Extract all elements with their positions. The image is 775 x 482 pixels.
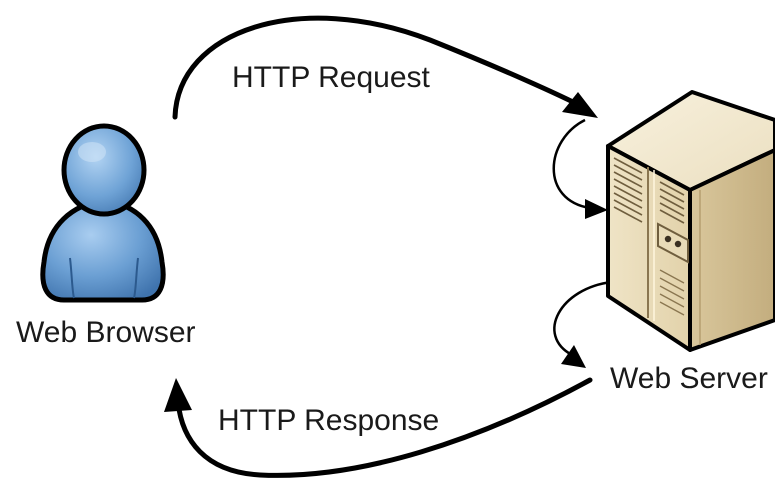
response-dispatch-arrow <box>553 280 613 368</box>
request-delivery-arrow <box>552 118 608 219</box>
request-arrow <box>172 15 598 120</box>
user-icon <box>40 123 166 303</box>
http-request-label: HTTP Request <box>232 61 430 94</box>
http-response-label: HTTP Response <box>218 404 440 437</box>
web-server-label: Web Server <box>610 362 768 395</box>
server-tower-icon <box>606 90 775 352</box>
web-browser-label: Web Browser <box>16 316 196 349</box>
response-arrow <box>164 377 593 478</box>
